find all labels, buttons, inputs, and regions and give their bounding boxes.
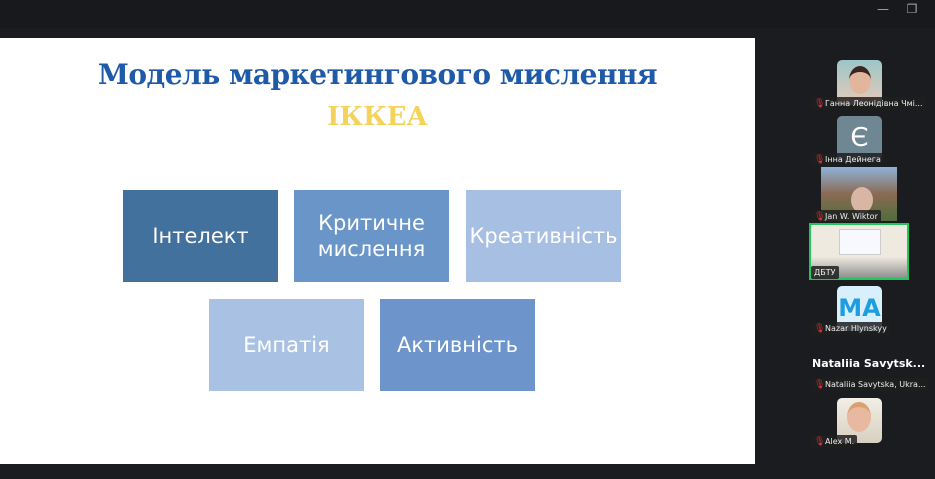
participant-video-active[interactable]: [809, 223, 909, 280]
slide-title: Модель маркетингового мислення: [97, 58, 658, 91]
participant-name: ДБТУ: [811, 266, 839, 279]
box-empathy: Емпатія: [209, 299, 364, 391]
box-activity: Активність: [380, 299, 535, 391]
box-intellect: Інтелект: [123, 190, 278, 282]
mic-muted-icon: 🎙: [814, 212, 826, 222]
participant-name: 🎙Jan W. Wiktor: [811, 210, 881, 223]
mic-muted-icon: 🎙: [814, 380, 826, 390]
participant-name: 🎙Nataliia Savytska, Ukra...: [811, 378, 929, 391]
mic-muted-icon: 🎙: [814, 437, 826, 447]
mic-muted-icon: 🎙: [814, 324, 826, 334]
participant-display-name[interactable]: Nataliia Savytsk...: [812, 357, 926, 370]
box-creativity: Креативність: [466, 190, 621, 282]
participant-name: 🎙Інна Дейнега: [811, 153, 884, 166]
restore-icon[interactable]: ❐: [906, 2, 918, 16]
participant-name: 🎙Nazar Hlynskyy: [811, 322, 890, 335]
slide-subtitle: ІККЕА: [327, 102, 428, 132]
avatar-initials: MA: [838, 294, 881, 322]
participant-name: 🎙Alex M.: [811, 435, 858, 448]
participant-name: 🎙Ганна Леонідівна Чмі...: [811, 97, 926, 110]
mic-muted-icon: 🎙: [814, 99, 826, 109]
mic-muted-icon: 🎙: [814, 155, 826, 165]
box-critical-thinking: Критичне мислення: [294, 190, 449, 282]
minimize-icon[interactable]: —: [877, 2, 889, 16]
window-titlebar: — ❐: [0, 0, 935, 28]
